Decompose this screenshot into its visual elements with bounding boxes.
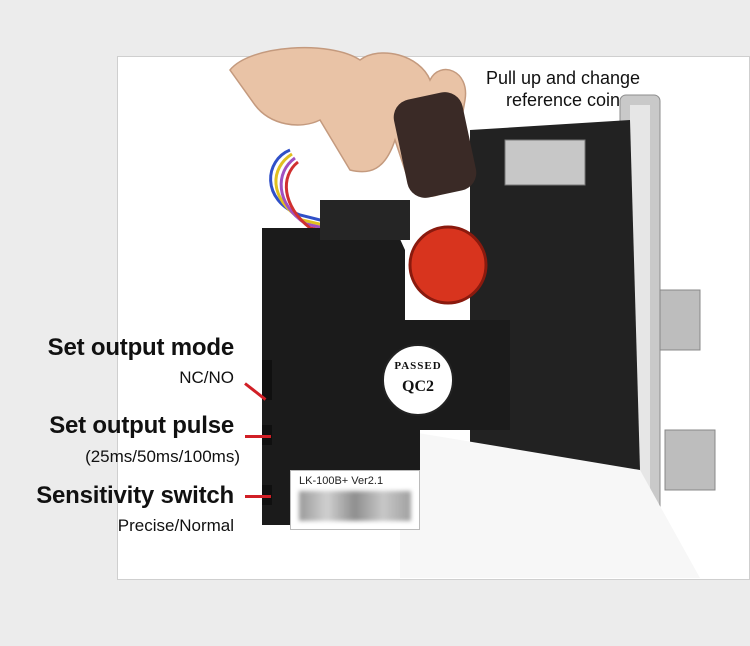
marker-sensitivity (245, 495, 271, 498)
label-sensitivity-sub: Precise/Normal (117, 516, 234, 535)
reference-coin (408, 225, 488, 305)
callout-reference-coin: Pull up and change reference coin (468, 67, 658, 111)
model-sticker: LK-100B+ Ver2.1 (290, 470, 420, 530)
marker-output-pulse (245, 435, 271, 438)
white-backdrop (400, 430, 700, 578)
model-text: LK-100B+ Ver2.1 (299, 475, 384, 487)
chrome-bracket (659, 289, 701, 351)
coin-holder (393, 92, 477, 198)
mechanism-back (470, 120, 640, 470)
blurred-serial (299, 491, 411, 521)
label-output-pulse-title: Set output pulse (49, 412, 234, 439)
callout-line1: Pull up and change (485, 68, 641, 88)
label-output-mode-sub: NC/NO (179, 368, 234, 387)
badge-line2: QC2 (402, 378, 434, 395)
badge-line1: PASSED (394, 360, 442, 372)
callout-line2: reference coin (505, 90, 621, 110)
label-output-pulse-sub: (25ms/50ms/100ms) (85, 447, 240, 466)
qc-passed-badge: PASSED QC2 (382, 344, 454, 416)
label-sensitivity-title: Sensitivity switch (36, 482, 234, 509)
label-output-mode-title: Set output mode (47, 334, 235, 361)
